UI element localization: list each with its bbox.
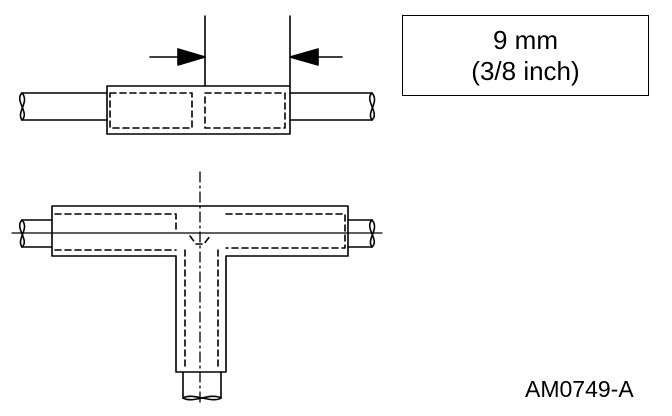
right-tube-break-icon (368, 92, 376, 121)
left-tube-break-icon (18, 92, 26, 121)
straight-connector-body (106, 85, 291, 135)
dimension-callout: 9 mm (3/8 inch) (402, 15, 649, 96)
tee-right-tube (347, 219, 376, 248)
right-arrow-icon (289, 48, 319, 66)
right-tube (289, 92, 376, 121)
left-tube (18, 92, 108, 121)
figure-reference-code: AM0749-A (525, 376, 634, 402)
tee-hidden-tubes (54, 213, 346, 367)
dimension-metric: 9 mm (493, 24, 558, 55)
tee-connector-view (11, 171, 383, 405)
dimension-imperial: (3/8 inch) (471, 55, 580, 86)
left-arrow-icon (177, 48, 206, 66)
tee-bottom-tube (182, 371, 222, 401)
tee-left-tube (18, 219, 53, 248)
tee-connector-body (51, 205, 349, 373)
dimension-arrows (149, 48, 343, 66)
straight-connector-view (18, 15, 376, 135)
hidden-tube-ends (109, 92, 286, 129)
